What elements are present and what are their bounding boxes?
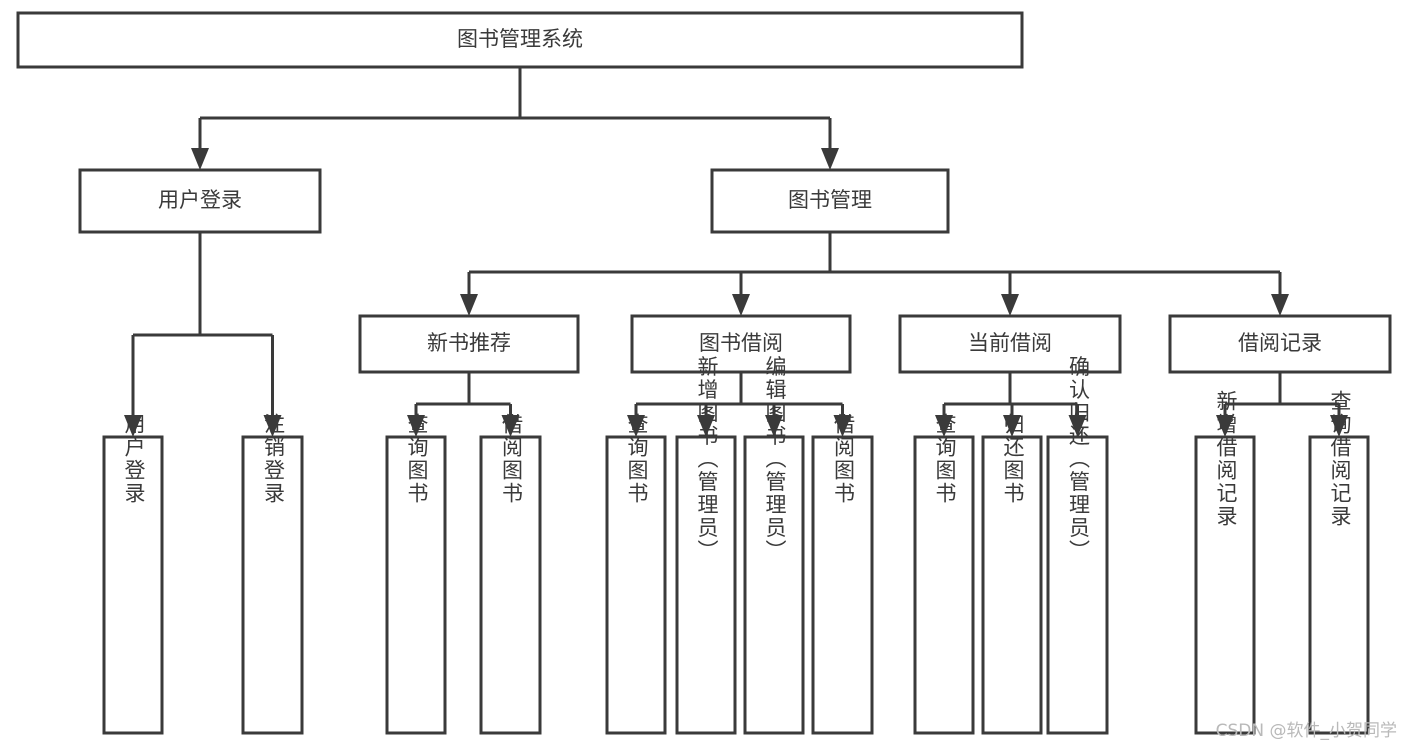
node-box (1194, 435, 1256, 735)
node-label: 查询借阅记录 (1328, 390, 1352, 528)
edge-group-l2-0 (407, 372, 520, 437)
node-lf-0[interactable]: 用户登录 (102, 413, 164, 735)
node-label: 图书借阅 (699, 331, 783, 355)
node-box (1046, 435, 1109, 735)
node-label: 新增借阅记录 (1214, 390, 1238, 528)
node-box (811, 435, 874, 735)
node-l1-1[interactable]: 图书管理 (710, 168, 950, 234)
node-lf-8[interactable]: 查询图书 (913, 413, 975, 735)
node-lf-1[interactable]: 注销登录 (241, 413, 304, 735)
node-label: 借阅图书 (500, 413, 524, 505)
node-lf-10[interactable]: 确认归还（管理员） (1046, 356, 1109, 735)
nodes-layer: 图书管理系统用户登录图书管理新书推荐图书借阅当前借阅借阅记录用户登录注销登录查询… (16, 11, 1392, 735)
node-l2-2[interactable]: 当前借阅 (898, 314, 1122, 374)
node-box (385, 435, 447, 735)
node-box (913, 435, 975, 735)
edge-group-l1-0 (124, 232, 282, 437)
node-l1-0[interactable]: 用户登录 (78, 168, 322, 234)
node-lf-7[interactable]: 借阅图书 (811, 413, 874, 735)
node-l2-0[interactable]: 新书推荐 (358, 314, 580, 374)
node-lf-4[interactable]: 查询图书 (605, 413, 667, 735)
node-label: 查询图书 (405, 413, 429, 505)
node-lf-6[interactable]: 编辑图书（管理员） (743, 356, 805, 735)
node-lf-5[interactable]: 新增图书（管理员） (675, 356, 737, 735)
node-box (743, 435, 805, 735)
node-label: 图书管理系统 (457, 27, 583, 51)
node-box (479, 435, 542, 735)
edge-group-l2-3 (1216, 372, 1348, 437)
node-label: 当前借阅 (968, 331, 1052, 355)
node-label: 图书管理 (788, 188, 872, 212)
node-box (675, 435, 737, 735)
node-box (898, 314, 1122, 374)
node-label: 新书推荐 (427, 331, 511, 355)
node-box (1308, 435, 1370, 735)
node-box (16, 11, 1024, 69)
node-box (630, 314, 852, 374)
node-box (605, 435, 667, 735)
node-label: 编辑图书（管理员） (763, 356, 787, 563)
node-box (710, 168, 950, 234)
node-lf-12[interactable]: 查询借阅记录 (1308, 390, 1370, 735)
node-label: 确认归还（管理员） (1067, 356, 1091, 563)
node-lf-9[interactable]: 归还图书 (981, 413, 1043, 735)
node-label: 查询图书 (625, 413, 649, 505)
node-lf-3[interactable]: 借阅图书 (479, 413, 542, 735)
edges-layer (124, 67, 1348, 437)
node-l2-3[interactable]: 借阅记录 (1168, 314, 1392, 374)
node-root[interactable]: 图书管理系统 (16, 11, 1024, 69)
edge-group-root (191, 67, 839, 170)
node-lf-2[interactable]: 查询图书 (385, 413, 447, 735)
node-box (1168, 314, 1392, 374)
edge-group-l1-1 (460, 232, 1289, 316)
node-box (981, 435, 1043, 735)
node-box (241, 435, 304, 735)
node-label: 用户登录 (122, 413, 146, 505)
node-box (358, 314, 580, 374)
node-lf-11[interactable]: 新增借阅记录 (1194, 390, 1256, 735)
node-label: 新增图书（管理员） (695, 356, 719, 563)
node-label: 查询图书 (933, 413, 957, 505)
node-label: 归还图书 (1001, 413, 1025, 505)
node-label: 借阅图书 (832, 413, 856, 505)
node-label: 注销登录 (262, 413, 286, 505)
edge-group-l2-1 (627, 372, 852, 437)
node-box (78, 168, 322, 234)
node-box (102, 435, 164, 735)
node-l2-1[interactable]: 图书借阅 (630, 314, 852, 374)
edge-group-l2-2 (935, 372, 1087, 437)
node-label: 用户登录 (158, 188, 242, 212)
node-label: 借阅记录 (1238, 331, 1322, 355)
